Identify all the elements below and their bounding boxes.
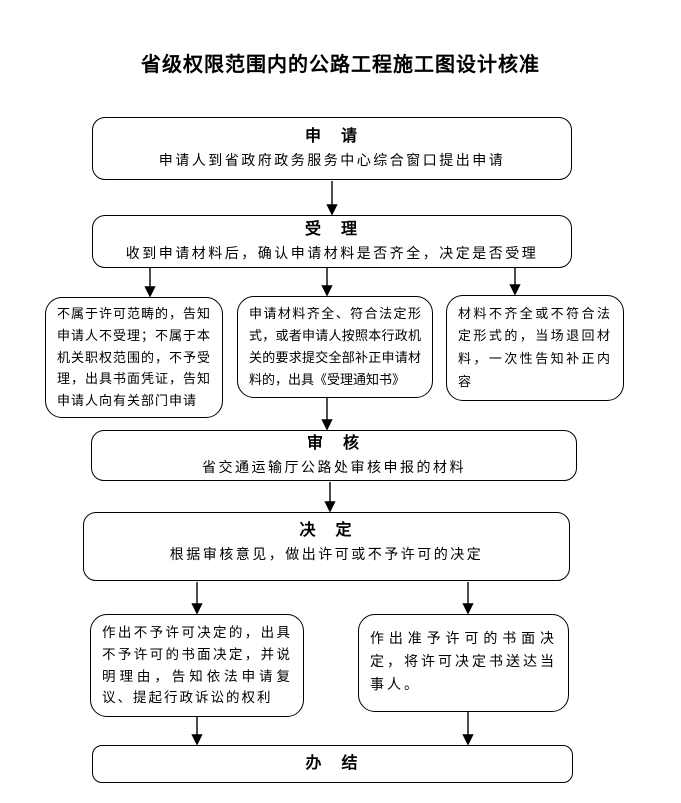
node-accept-body: 收到申请材料后，确认申请材料是否齐全，决定是否受理 — [125, 244, 539, 261]
page-title: 省级权限范围内的公路工程施工图设计核准 — [141, 54, 540, 76]
node-apply-body: 申请人到省政府政务服务中心综合窗口提出申请 — [158, 151, 506, 168]
node-decision-body: 根据审核意见，做出许可或不予许可的决定 — [169, 545, 484, 562]
arrow-decision-to-approve-head — [462, 603, 474, 615]
arrow-accepted-to-review-head — [321, 419, 333, 431]
node-deny: 作出不予许可决定的，出具不予许可的书面决定，并说明理由，告知依法申请复议、提起行… — [90, 614, 304, 717]
arrow-approve-to-complete-head — [462, 734, 474, 746]
node-review-header: 审 核 — [306, 434, 361, 452]
arrow-apply-to-accept-head — [326, 204, 338, 216]
node-accepted-body: 申请材料齐全、符合法定形式，或者申请人按照本行政机关的要求提交全部补正申请材料的… — [249, 306, 421, 387]
node-approve: 作出准予许可的书面决定，将许可决定书送达当事人。 — [358, 614, 569, 712]
node-decision-header: 决 定 — [299, 522, 354, 539]
node-accepted: 申请材料齐全、符合法定形式，或者申请人按照本行政机关的要求提交全部补正申请材料的… — [237, 296, 433, 398]
node-decision: 决 定 根据审核意见，做出许可或不予许可的决定 — [83, 512, 570, 581]
node-approve-body: 作出准予许可的书面决定，将许可决定书送达当事人。 — [370, 630, 557, 693]
node-deny-body: 作出不予许可决定的，出具不予许可的书面决定，并说明理由，告知依法申请复议、提起行… — [102, 624, 292, 706]
node-complete-header: 办 结 — [305, 754, 360, 772]
node-accept: 受 理 收到申请材料后，确认申请材料是否齐全，决定是否受理 — [92, 215, 572, 268]
node-returned: 材料不齐全或不符合法定形式的，当场退回材料，一次性告知补正内容 — [446, 295, 624, 401]
node-review: 审 核 省交通运输厅公路处审核申报的材料 — [91, 430, 577, 481]
node-accept-header: 受 理 — [304, 220, 359, 238]
node-review-body: 省交通运输厅公路处审核申报的材料 — [202, 458, 466, 475]
node-returned-body: 材料不齐全或不符合法定形式的，当场退回材料，一次性告知补正内容 — [458, 305, 612, 389]
node-not-accepted-body: 不属于许可范畴的，告知申请人不受理；不属于本机关职权范围的，不予受理，出具书面凭… — [57, 305, 212, 409]
node-complete: 办 结 — [92, 745, 573, 783]
arrow-accept-to-accepted-head — [321, 285, 333, 297]
arrow-decision-to-deny-head — [191, 603, 203, 615]
node-apply: 申 请 申请人到省政府政务服务中心综合窗口提出申请 — [92, 117, 572, 180]
node-not-accepted: 不属于许可范畴的，告知申请人不受理；不属于本机关职权范围的，不予受理，出具书面凭… — [45, 297, 223, 418]
arrow-accept-to-not-accepted-head — [144, 286, 156, 298]
arrow-accept-to-returned-head — [509, 284, 521, 296]
arrow-review-to-decision-head — [324, 501, 336, 513]
node-apply-header: 申 请 — [304, 127, 359, 145]
arrow-deny-to-complete-head — [191, 734, 203, 746]
